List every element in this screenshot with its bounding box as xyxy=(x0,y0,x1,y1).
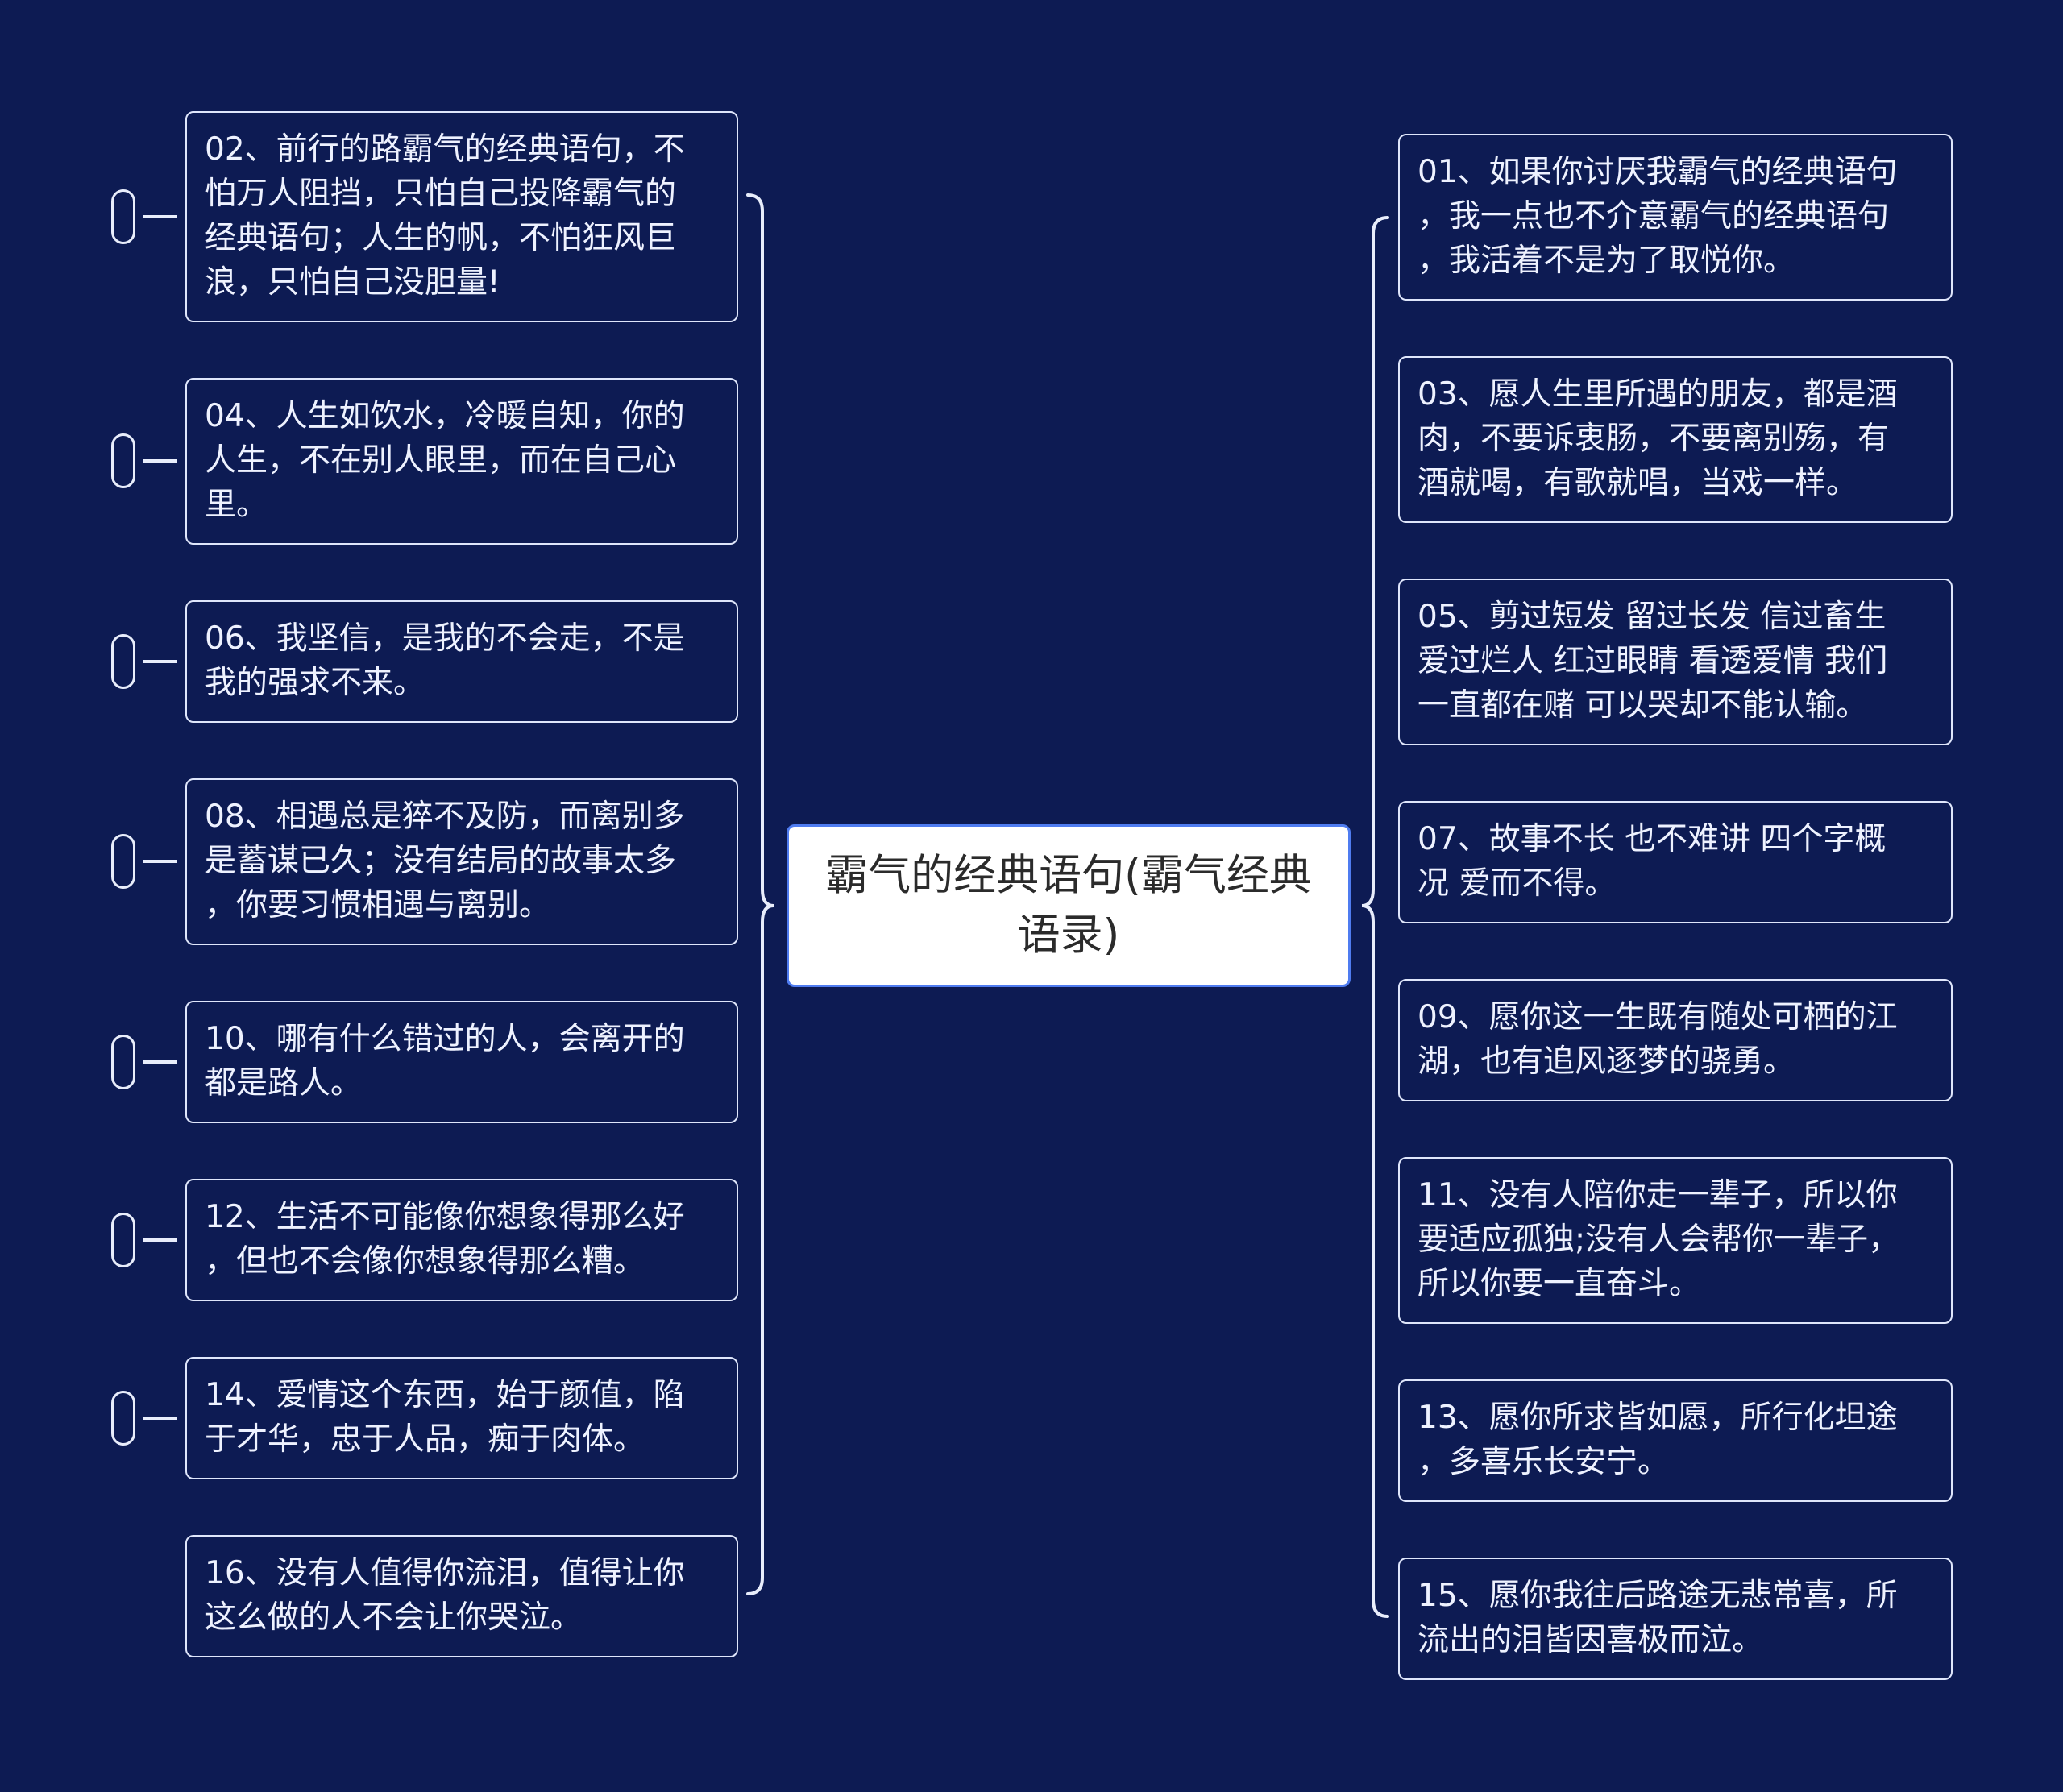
toggle-connector xyxy=(143,1417,177,1420)
toggle-connector xyxy=(143,660,177,663)
toggle-connector xyxy=(143,860,177,863)
branch-node-14[interactable]: 14、爱情这个东西，始于颜值，陷 于才华，忠于人品，痴于肉体。 xyxy=(185,1357,738,1479)
branch-node-04[interactable]: 04、人生如饮水，冷暖自知，你的 人生，不在别人眼里，而在自己心 里。 xyxy=(185,378,738,545)
toggle-connector xyxy=(143,1060,177,1064)
branch-node-11[interactable]: 11、没有人陪你走一辈子，所以你 要适应孤独;没有人会帮你一辈子， 所以你要一直… xyxy=(1398,1157,1953,1324)
branch-node-07[interactable]: 07、故事不长 也不难讲 四个字概 况 爱而不得。 xyxy=(1398,801,1953,923)
branch-node-06[interactable]: 06、我坚信，是我的不会走，不是 我的强求不来。 xyxy=(185,600,738,723)
right-bracket xyxy=(1361,216,1389,1618)
collapse-toggle-06[interactable] xyxy=(111,634,135,689)
branch-node-03[interactable]: 03、愿人生里所遇的朋友，都是酒 肉，不要诉衷肠，不要离别殇，有 酒就喝，有歌就… xyxy=(1398,356,1953,523)
collapse-toggle-10[interactable] xyxy=(111,1035,135,1089)
toggle-connector xyxy=(143,215,177,218)
branch-node-01[interactable]: 01、如果你讨厌我霸气的经典语句 ，我一点也不介意霸气的经典语句 ，我活着不是为… xyxy=(1398,134,1953,301)
branch-node-12[interactable]: 12、生活不可能像你想象得那么好 ，但也不会像你想象得那么糟。 xyxy=(185,1179,738,1301)
left-bracket xyxy=(746,193,774,1595)
collapse-toggle-08[interactable] xyxy=(111,834,135,889)
branch-node-02[interactable]: 02、前行的路霸气的经典语句，不 怕万人阻挡，只怕自己投降霸气的 经典语句；人生… xyxy=(185,111,738,322)
branch-node-05[interactable]: 05、剪过短发 留过长发 信过畜生 爱过烂人 红过眼睛 看透爱情 我们 一直都在… xyxy=(1398,579,1953,745)
root-topic[interactable]: 霸气的经典语句(霸气经典 语录) xyxy=(787,824,1351,987)
branch-node-16[interactable]: 16、没有人值得你流泪，值得让你 这么做的人不会让你哭泣。 xyxy=(185,1535,738,1657)
collapse-toggle-04[interactable] xyxy=(111,433,135,488)
toggle-connector xyxy=(143,1238,177,1242)
collapse-toggle-12[interactable] xyxy=(111,1213,135,1267)
branch-node-08[interactable]: 08、相遇总是猝不及防，而离别多 是蓄谋已久；没有结局的故事太多 ，你要习惯相遇… xyxy=(185,778,738,945)
collapse-toggle-14[interactable] xyxy=(111,1391,135,1446)
branch-node-13[interactable]: 13、愿你所求皆如愿，所行化坦途 ，多喜乐长安宁。 xyxy=(1398,1379,1953,1502)
branch-node-09[interactable]: 09、愿你这一生既有随处可栖的江 湖，也有追风逐梦的骁勇。 xyxy=(1398,979,1953,1101)
toggle-connector xyxy=(143,459,177,463)
branch-node-10[interactable]: 10、哪有什么错过的人，会离开的 都是路人。 xyxy=(185,1001,738,1123)
collapse-toggle-02[interactable] xyxy=(111,189,135,244)
branch-node-15[interactable]: 15、愿你我往后路途无悲常喜，所 流出的泪皆因喜极而泣。 xyxy=(1398,1558,1953,1680)
